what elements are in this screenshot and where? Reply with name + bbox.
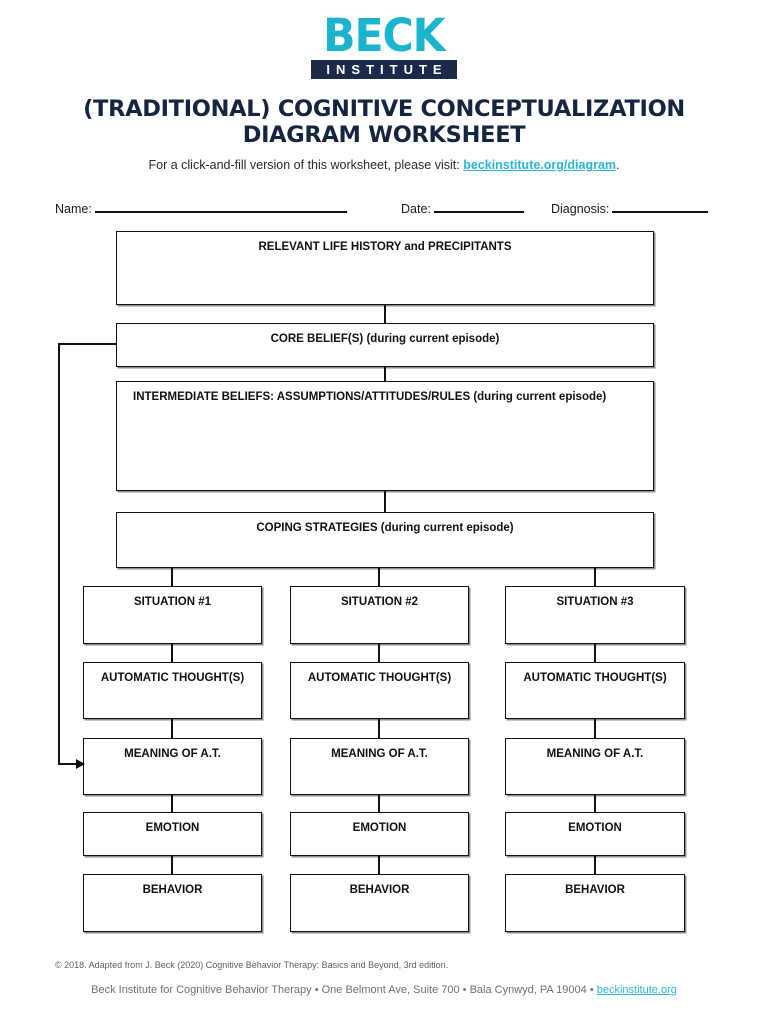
box-meaning-3[interactable]: MEANING OF A.T.	[505, 738, 685, 795]
box-core-beliefs[interactable]: CORE BELIEF(S) (during current episode)	[116, 323, 654, 367]
box-automatic-thoughts-3[interactable]: AUTOMATIC THOUGHT(S)	[505, 662, 685, 719]
box-behavior-2[interactable]: BEHAVIOR	[290, 874, 469, 932]
identification-row: Name: Date: Diagnosis:	[55, 199, 713, 219]
box-emotion-3[interactable]: EMOTION	[505, 812, 685, 856]
connector-at-2-to-meaning-2	[378, 719, 380, 738]
connector-meaning-1-to-emotion-1	[171, 795, 173, 812]
box-meaning-2[interactable]: MEANING OF A.T.	[290, 738, 469, 795]
box-behavior-3[interactable]: BEHAVIOR	[505, 874, 685, 932]
date-input-line[interactable]	[433, 199, 524, 213]
worksheet-link[interactable]: beckinstitute.org/diagram	[463, 158, 617, 172]
box-automatic-thoughts-1[interactable]: AUTOMATIC THOUGHT(S)	[83, 662, 262, 719]
connector-emotion-3-to-behavior-3	[594, 856, 596, 874]
box-automatic-thoughts-2[interactable]: AUTOMATIC THOUGHT(S)	[290, 662, 469, 719]
connector-meaning-3-to-emotion-3	[594, 795, 596, 812]
box-emotion-2[interactable]: EMOTION	[290, 812, 469, 856]
connector-coping-to-situation-1	[171, 568, 173, 586]
connector-coping-to-situation-2	[378, 568, 380, 586]
connector-core-to-intermediate	[384, 367, 386, 381]
box-situation-2[interactable]: SITUATION #2	[290, 586, 469, 644]
diagnosis-field[interactable]: Diagnosis:	[551, 199, 709, 216]
connector-situation-1-to-at-1	[171, 644, 173, 662]
box-intermediate-beliefs[interactable]: INTERMEDIATE BELIEFS: ASSUMPTIONS/ATTITU…	[116, 381, 654, 491]
box-emotion-1[interactable]: EMOTION	[83, 812, 262, 856]
box-behavior-1[interactable]: BEHAVIOR	[83, 874, 262, 932]
footer-copyright: © 2018. Adapted from J. Beck (2020) Cogn…	[55, 960, 449, 970]
footer-address-text: Beck Institute for Cognitive Behavior Th…	[91, 984, 597, 996]
subtitle-text: For a click-and-fill version of this wor…	[148, 158, 464, 172]
connector-emotion-1-to-behavior-1	[171, 856, 173, 874]
footer-address: Beck Institute for Cognitive Behavior Th…	[0, 984, 768, 996]
page-subtitle: For a click-and-fill version of this wor…	[0, 158, 768, 172]
connector-at-1-to-meaning-1	[171, 719, 173, 738]
feedback-loop-arrow-icon	[76, 759, 85, 769]
diagnosis-label: Diagnosis:	[551, 202, 610, 216]
feedback-loop-bottom-segment	[58, 763, 84, 765]
connector-meaning-2-to-emotion-2	[378, 795, 380, 812]
name-label: Name:	[55, 202, 92, 216]
date-field[interactable]: Date:	[401, 199, 524, 216]
connector-situation-3-to-at-3	[594, 644, 596, 662]
name-input-line[interactable]	[94, 199, 347, 213]
connector-at-3-to-meaning-3	[594, 719, 596, 738]
connector-intermediate-to-coping	[384, 491, 386, 512]
feedback-loop-vertical-segment	[58, 343, 60, 764]
diagnosis-input-line[interactable]	[612, 199, 709, 213]
date-label: Date:	[401, 202, 431, 216]
connector-history-to-core	[384, 305, 386, 323]
feedback-loop-top-segment	[58, 343, 116, 345]
box-situation-1[interactable]: SITUATION #1	[83, 586, 262, 644]
box-coping-strategies[interactable]: COPING STRATEGIES (during current episod…	[116, 512, 654, 568]
beck-institute-logo: BECK INSTITUTE	[0, 9, 768, 79]
logo-wordmark: BECK	[323, 9, 445, 62]
subtitle-period: .	[616, 158, 620, 172]
connector-situation-2-to-at-2	[378, 644, 380, 662]
name-field[interactable]: Name:	[55, 199, 347, 216]
footer-website-link[interactable]: beckinstitute.org	[596, 984, 677, 996]
page-title-line-1: (TRADITIONAL) COGNITIVE CONCEPTUALIZATIO…	[83, 96, 685, 122]
box-relevant-life-history[interactable]: RELEVANT LIFE HISTORY and PRECIPITANTS	[116, 231, 654, 305]
box-meaning-1[interactable]: MEANING OF A.T.	[83, 738, 262, 795]
connector-emotion-2-to-behavior-2	[378, 856, 380, 874]
connector-coping-to-situation-3	[594, 568, 596, 586]
page-title-line-2: DIAGRAM WORKSHEET	[242, 122, 526, 148]
logo-institute-bar: INSTITUTE	[311, 60, 457, 79]
page-title: (TRADITIONAL) COGNITIVE CONCEPTUALIZATIO…	[0, 96, 768, 148]
box-situation-3[interactable]: SITUATION #3	[505, 586, 685, 644]
